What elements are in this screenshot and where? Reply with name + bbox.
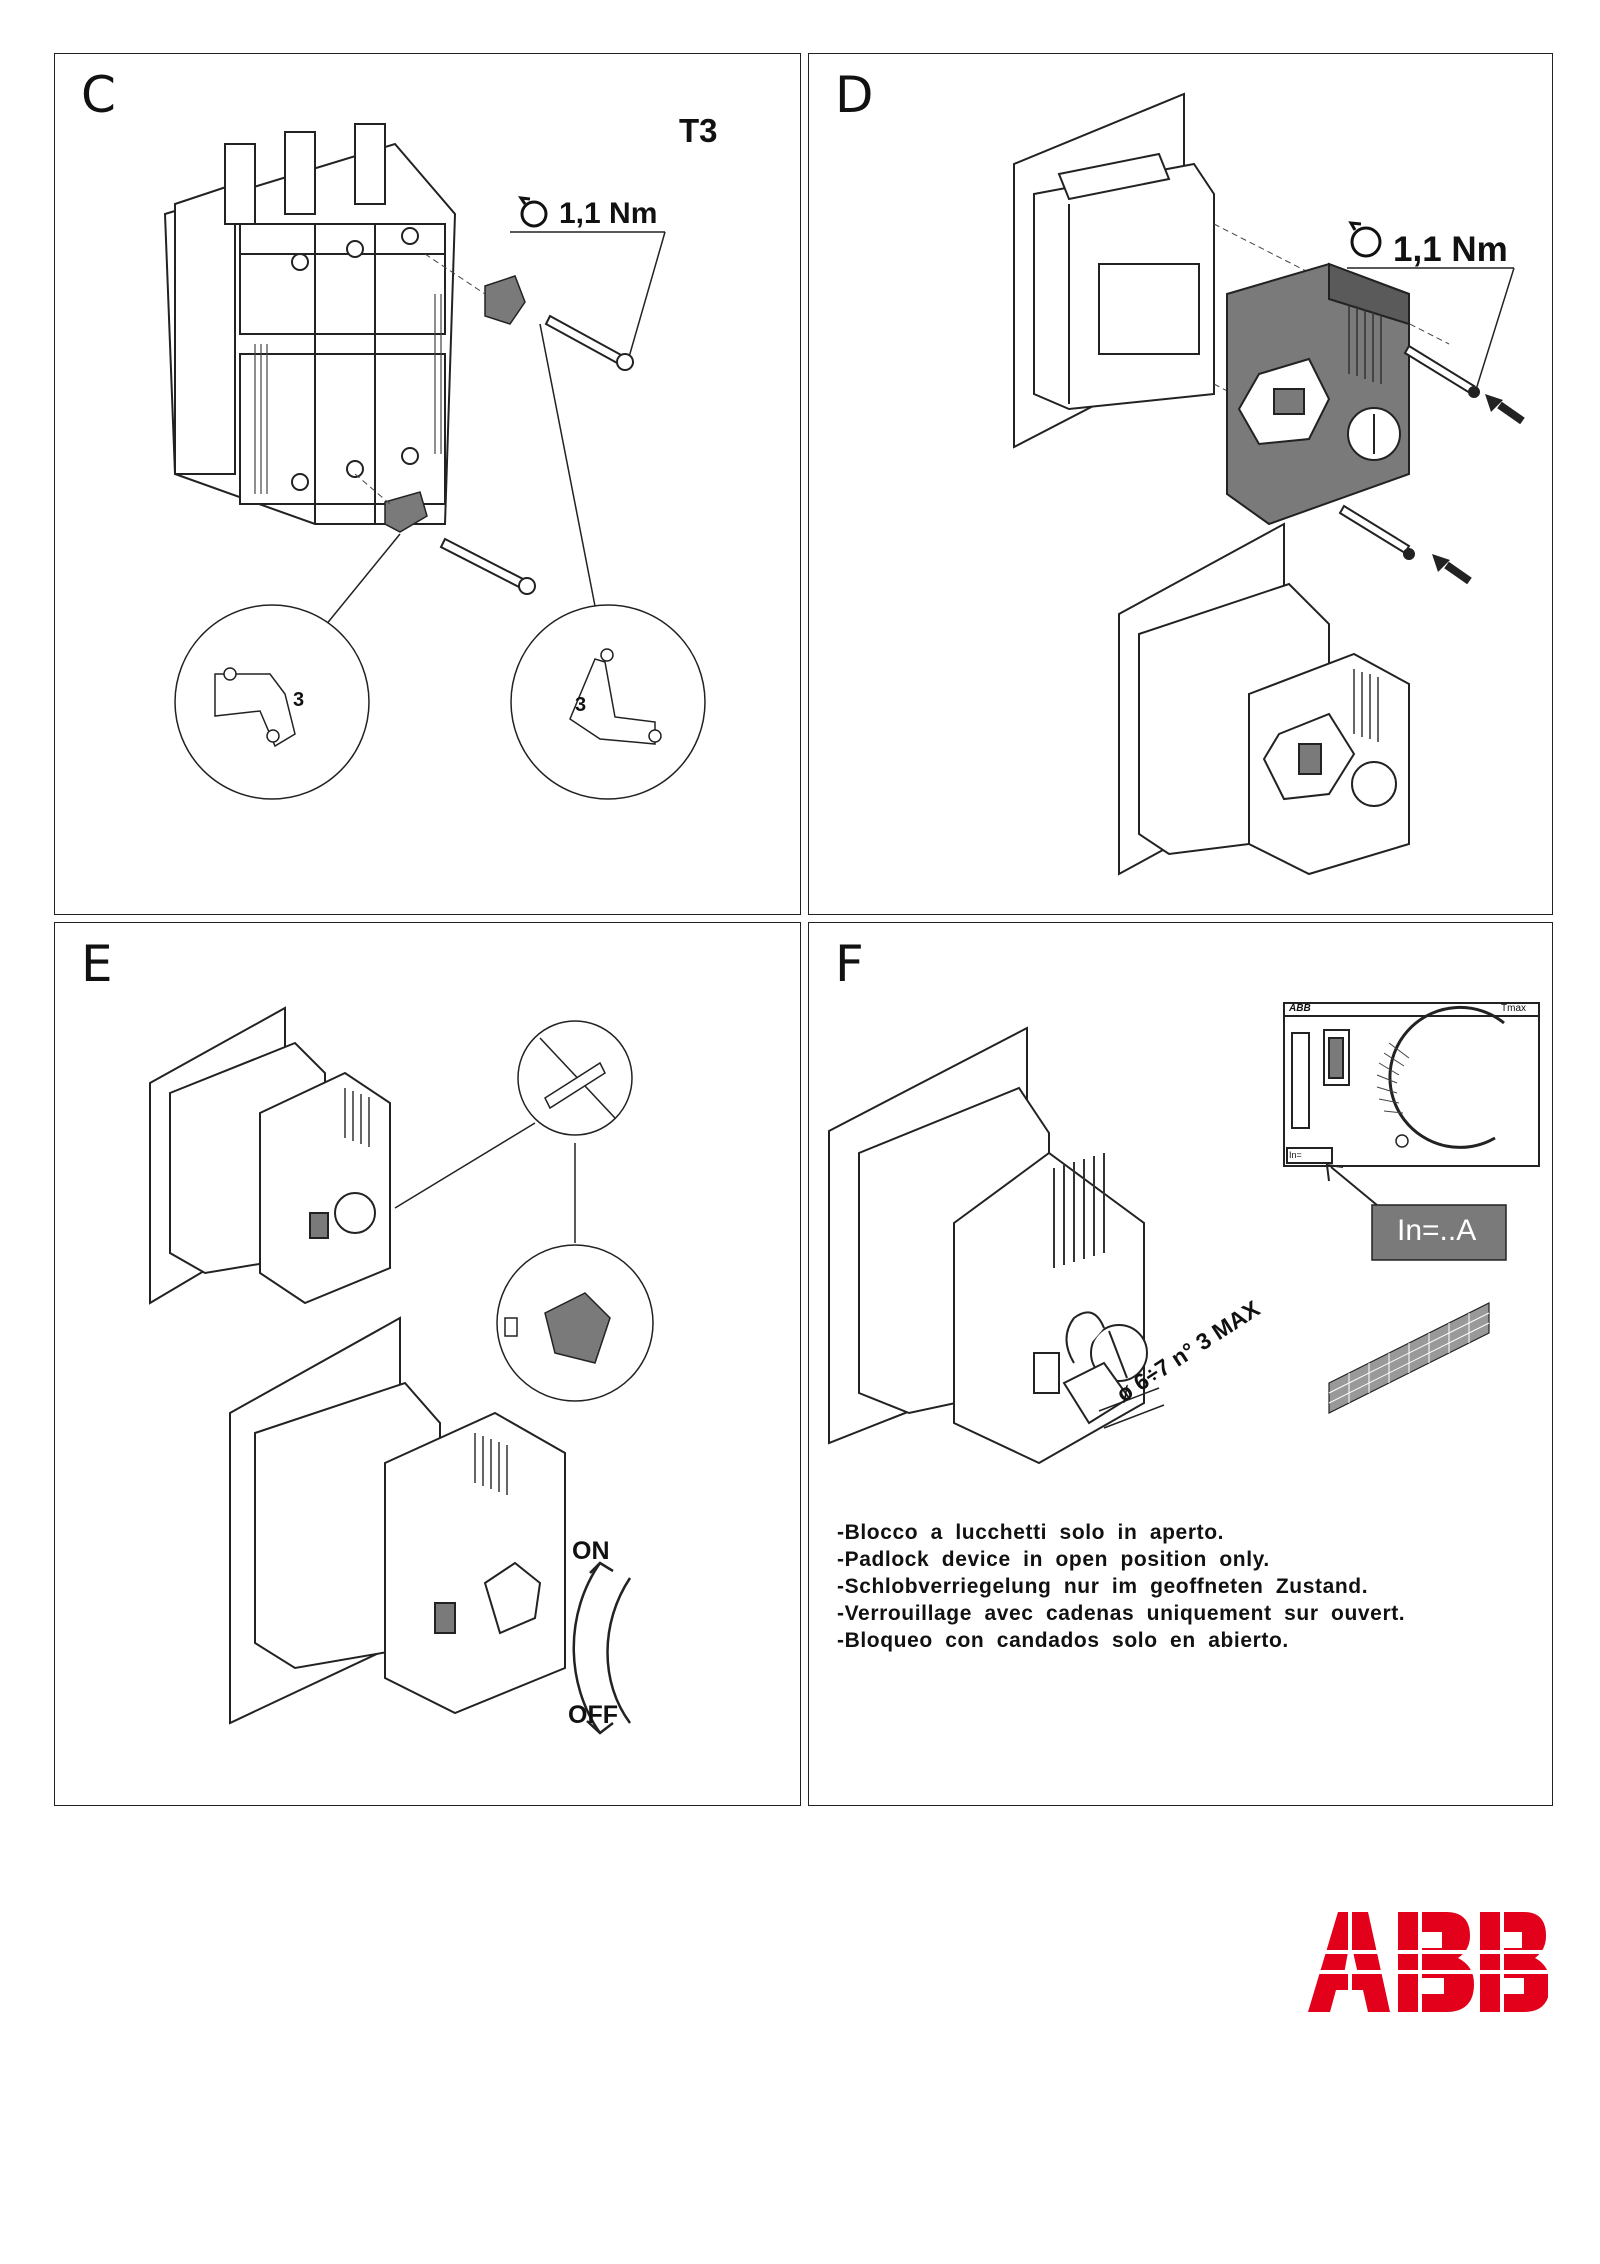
torque-icon [517,196,548,228]
panel-e: E [54,922,801,1806]
breaker-exploded-drawing [163,123,706,800]
caption-line: -Bloqueo con candados solo en abierto. [837,1629,1289,1652]
accessory-parts [384,275,526,533]
breaker-body [163,123,457,525]
nameplate [1283,1002,1540,1167]
screws [1338,344,1480,560]
caption-line: -Schlobverriegelung nur im geoffneten Zu… [837,1575,1369,1598]
detail-circle-bottom [496,1244,654,1402]
assembled-breaker [254,1381,566,1715]
nameplate-brand: ABB [1289,1003,1311,1014]
breaker-body [1033,152,1215,411]
dial-scale [1376,1042,1410,1114]
caption-line: -Blocco a lucchetti solo in aperto. [837,1521,1225,1544]
label-grid [1328,1302,1490,1414]
panel-letter: C [81,66,116,124]
detail-circle-right [510,604,706,800]
off-label: OFF [568,1701,618,1729]
detail-right-number: 3 [575,694,587,716]
panel-f: F [808,922,1553,1806]
panel-letter: D [835,66,874,124]
torque-icon [1348,221,1382,258]
nameplate-in: In= [1289,1150,1302,1160]
caption-line: -Verrouillage avec cadenas uniquement su… [837,1602,1406,1625]
torque-label: 1,1 Nm [559,197,658,230]
assembled-breaker [169,1041,391,1305]
nameplate-product: Tmax [1501,1003,1526,1014]
assembled-breaker [1138,582,1410,876]
motor-operator-mounting-drawing [1013,92,1525,876]
panel-letter: F [835,935,864,993]
screws [439,314,634,595]
panel-d: D 1,1 Nm [808,53,1553,915]
insert-arrows [1432,394,1525,585]
panel-c: C T3 1,1 Nm [54,53,801,915]
padlock-drawing [828,1002,1540,1465]
rotation-arrow-icon [572,1561,632,1735]
model-label: T3 [679,112,718,149]
abb-logo [1308,1912,1548,2012]
rating-label: In=..A [1397,1214,1477,1247]
panel-letter: E [81,935,113,993]
caption-block: -Blocco a lucchetti solo in aperto. -Pad… [837,1519,1405,1654]
detail-left-number: 3 [293,689,305,711]
rating-label-box [1371,1204,1507,1261]
padlock-icon [1062,1311,1131,1425]
on-label: ON [572,1537,610,1565]
assembled-breaker [858,1086,1148,1465]
detail-circle-left [174,604,370,800]
detail-circle-top [517,1020,633,1136]
torque-label: 1,1 Nm [1393,230,1508,269]
caption-line: -Padlock device in open position only. [837,1548,1270,1571]
motor-operator [1226,262,1410,526]
handle-operation-drawing [149,1006,654,1735]
